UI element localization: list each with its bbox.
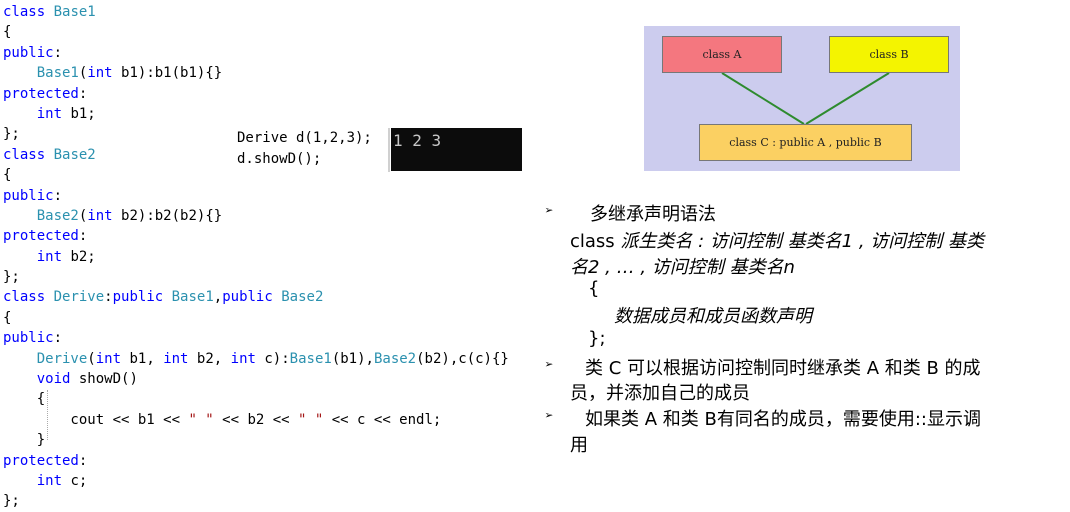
- connector-b: [805, 72, 890, 125]
- note-2-line-1: 类 C 可以根据访问控制同时继承类 A 和类 B 的成: [585, 358, 981, 379]
- code-line: };: [3, 269, 20, 286]
- code-line: int b1;: [36, 105, 96, 122]
- class-c-box: class C : public A , public B: [699, 124, 912, 161]
- console-output: 1 2 3: [391, 128, 522, 171]
- code-line: }: [3, 432, 46, 449]
- syntax-close-brace: };: [588, 328, 606, 349]
- syntax-class-keyword: class: [570, 231, 615, 252]
- syntax-line-1: class 派生类名 : 访问控制 基类名1 , 访问控制 基类: [570, 227, 984, 253]
- code-line: public:: [3, 187, 63, 204]
- connector-a: [721, 72, 805, 125]
- snippet-line-2: d.showD();: [237, 151, 322, 167]
- code-line: void showD(): [36, 371, 138, 388]
- code-line: class Derive:public Base1,public Base2: [3, 289, 324, 306]
- inheritance-diagram: class A class B class C : public A , pub…: [644, 26, 960, 171]
- class-a-box: class A: [662, 36, 782, 73]
- indent-guide: [47, 390, 48, 440]
- code-line: class Base2: [3, 146, 96, 163]
- note-3-line-2: 用: [570, 435, 588, 456]
- code-line: Base2(int b2):b2(b2){}: [36, 207, 223, 224]
- connector-lines: [721, 72, 890, 125]
- code-line: int c;: [36, 472, 88, 489]
- code-line: {: [3, 391, 46, 408]
- code-line: Base1(int b1):b1(b1){}: [36, 65, 223, 82]
- code-line: int b2;: [36, 248, 96, 265]
- note-2-line-2: 员，并添加自己的成员: [570, 383, 750, 404]
- code-line: {: [3, 167, 12, 184]
- code-line: protected:: [3, 228, 88, 245]
- note-title: 多继承声明语法: [590, 204, 716, 225]
- note-3-line-1: 如果类 A 和类 B有同名的成员，需要使用::显示调: [585, 409, 981, 430]
- class-b-box: class B: [829, 36, 949, 73]
- syntax-open-brace: {: [588, 278, 600, 299]
- code-line: public:: [3, 44, 63, 61]
- syntax-part-a: 派生类名 : 访问控制 基类名1 , 访问控制 基类: [620, 231, 984, 252]
- code-listing: class Base1 { public: Base1(int b1):b1(b…: [3, 2, 509, 512]
- code-line: protected:: [3, 85, 88, 102]
- code-line: {: [3, 309, 12, 326]
- code-line: protected:: [3, 452, 88, 469]
- snippet-line-1: Derive d(1,2,3);: [237, 130, 372, 146]
- usage-snippet: Derive d(1,2,3); d.showD();: [237, 128, 372, 170]
- bullet-icon: ➢: [545, 357, 554, 373]
- bullet-icon: ➢: [545, 203, 554, 219]
- syntax-body: 数据成员和成员函数声明: [614, 306, 812, 327]
- code-line: };: [3, 493, 20, 510]
- divider: [388, 128, 390, 172]
- code-line: cout << b1 << " " << b2 << " " << c << e…: [3, 411, 442, 428]
- code-line: public:: [3, 330, 63, 347]
- code-line: };: [3, 126, 20, 143]
- code-line: class Base1: [3, 4, 96, 20]
- code-line: {: [3, 24, 12, 41]
- code-line: Derive(int b1, int b2, int c):Base1(b1),…: [36, 350, 509, 367]
- bullet-icon: ➢: [545, 408, 554, 424]
- syntax-line-2: 名2 , … , 访问控制 基类名n: [570, 257, 795, 278]
